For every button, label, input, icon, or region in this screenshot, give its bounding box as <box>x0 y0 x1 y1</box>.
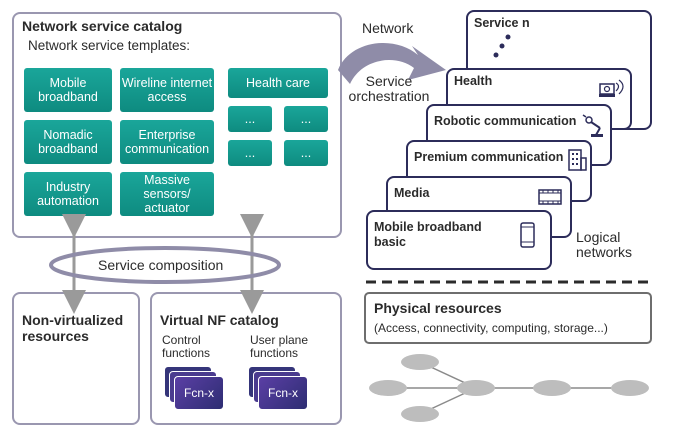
tile-nomadic-broadband: Nomadic broadband <box>24 120 112 164</box>
layer-health-label: Health <box>454 74 493 88</box>
layer-mobile-broadband-basic: Mobile broadband basic <box>366 210 552 270</box>
tile-dots-3: ... <box>228 140 272 166</box>
medical-monitor-icon <box>599 79 624 97</box>
film-strip-icon <box>538 189 562 205</box>
node-bottom <box>401 406 439 422</box>
physical-resources-title: Physical resources <box>374 300 502 316</box>
fcn-card-front: Fcn-x <box>258 376 308 410</box>
fcn-stack-user: Fcn-x <box>248 366 308 412</box>
service-composition-ellipse <box>49 246 281 284</box>
dots-icon <box>493 34 511 58</box>
user-plane-functions-label: User plane functions <box>250 333 309 360</box>
tile-health-care: Health care <box>228 68 328 98</box>
physical-resources-desc: (Access, connectivity, computing, storag… <box>374 321 608 335</box>
non-virtualized-title: Non-virtualized resources <box>22 312 124 344</box>
catalog-subtitle: Network service templates: <box>28 38 191 53</box>
layer-premium-label: Premium communication <box>414 150 564 164</box>
orchestration-arrow <box>338 43 446 84</box>
physical-network-graph <box>369 354 649 422</box>
node-left <box>369 380 407 396</box>
orchestration-label-top: Network <box>362 20 414 36</box>
layer-mobile-label: Mobile broadband basic <box>374 220 482 249</box>
building-icon <box>568 149 587 171</box>
layer-service-n-label: Service n <box>474 16 530 30</box>
logical-networks-label: Logical networks <box>576 229 633 260</box>
tile-industry-automation: Industry automation <box>24 172 112 216</box>
tile-dots-4: ... <box>284 140 328 166</box>
tile-wireline-internet: Wireline internet access <box>120 68 214 112</box>
physical-resources-box: Physical resources (Access, connectivity… <box>364 292 652 344</box>
orchestration-label-bottom: Service orchestration <box>348 73 430 104</box>
layer-media-label: Media <box>394 186 430 200</box>
tile-massive-sensors: Massive sensors/ actuator <box>120 172 214 216</box>
service-composition-label: Service composition <box>96 257 226 273</box>
robot-arm-icon <box>582 114 603 137</box>
tile-dots-1: ... <box>228 106 272 132</box>
control-functions-label: Control functions <box>162 333 211 360</box>
non-virtualized-resources-box: Non-virtualized resources <box>12 292 140 425</box>
node-top <box>401 354 439 370</box>
node-hub <box>457 380 495 396</box>
fcn-stack-control: Fcn-x <box>164 366 224 412</box>
virtual-nf-title: Virtual NF catalog <box>160 312 279 328</box>
catalog-title: Network service catalog <box>22 18 183 34</box>
phone-icon <box>520 222 535 248</box>
tile-mobile-broadband: Mobile broadband <box>24 68 112 112</box>
tile-dots-2: ... <box>284 106 328 132</box>
layer-robotic-label: Robotic communication <box>434 114 577 128</box>
node-mid <box>533 380 571 396</box>
node-right <box>611 380 649 396</box>
tile-enterprise-communication: Enterprise communication <box>120 120 214 164</box>
fcn-card-front: Fcn-x <box>174 376 224 410</box>
